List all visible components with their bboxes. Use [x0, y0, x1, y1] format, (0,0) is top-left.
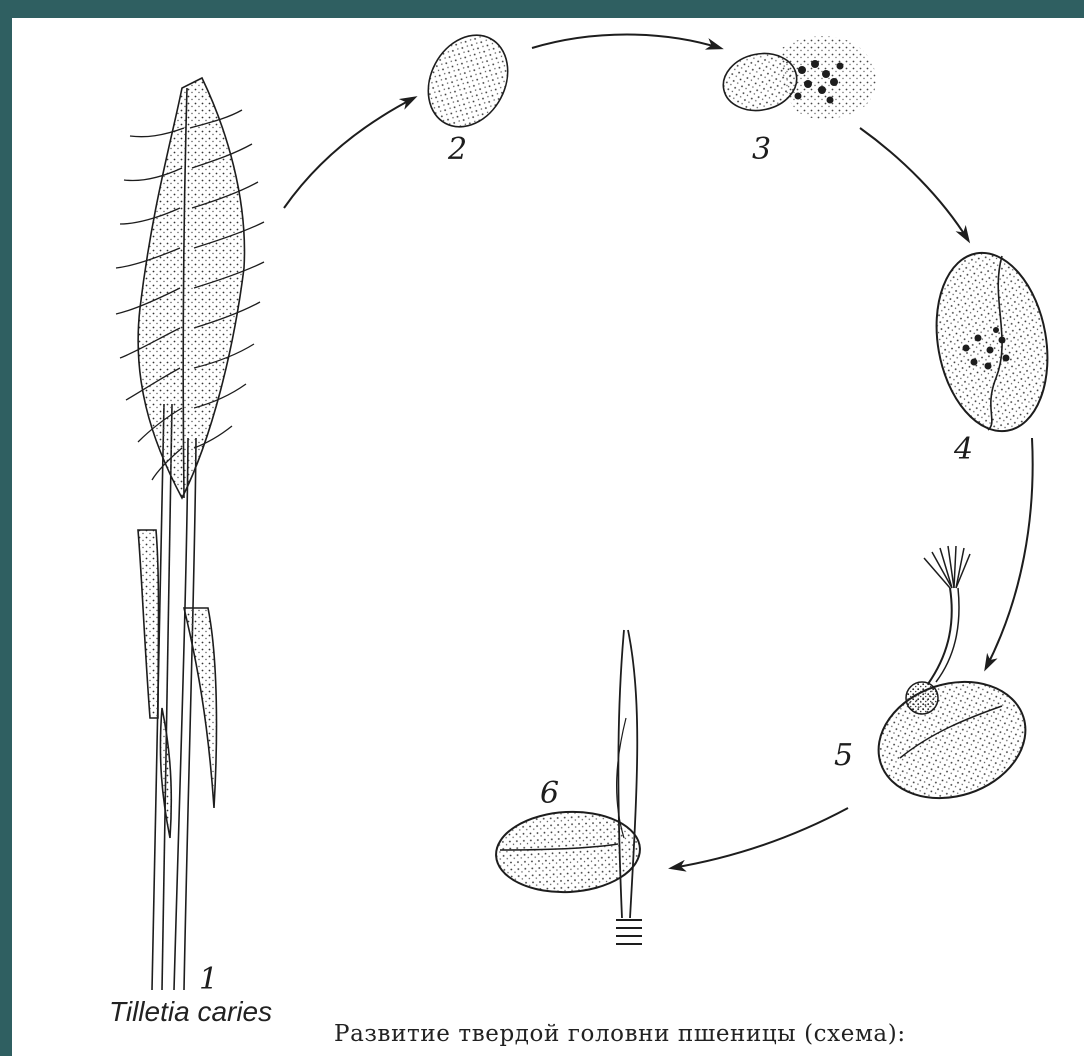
germinating-spore-drawing: [718, 36, 876, 119]
arrow-4-to-5: [986, 438, 1033, 668]
stage-label-6: 6: [540, 776, 559, 811]
spore-drawing: [413, 21, 523, 141]
stage-label-2: 2: [448, 132, 467, 167]
grain-with-spore-drawing: [863, 546, 1040, 816]
stage-label-4: 4: [954, 432, 973, 467]
infected-grain-drawing: [923, 244, 1061, 440]
sprouting-grain-drawing: [494, 630, 642, 944]
illustration-frame: 1 2 3 4 5 6 Tilletia caries Развитие тве…: [12, 18, 1084, 1056]
stage-label-3: 3: [752, 132, 771, 167]
arrow-3-to-4: [860, 128, 968, 240]
arrow-2-to-3: [532, 35, 720, 49]
arrow-1-to-2: [284, 98, 414, 208]
wheat-plant-drawing: [116, 78, 264, 990]
figure-caption: Развитие твердой головни пшеницы (схема)…: [334, 1021, 906, 1047]
stage-label-1: 1: [199, 962, 218, 997]
lifecycle-diagram: [12, 18, 1084, 1056]
stage-label-5: 5: [834, 738, 853, 773]
species-name: Tilletia caries: [109, 996, 272, 1028]
arrow-5-to-6: [672, 808, 848, 868]
